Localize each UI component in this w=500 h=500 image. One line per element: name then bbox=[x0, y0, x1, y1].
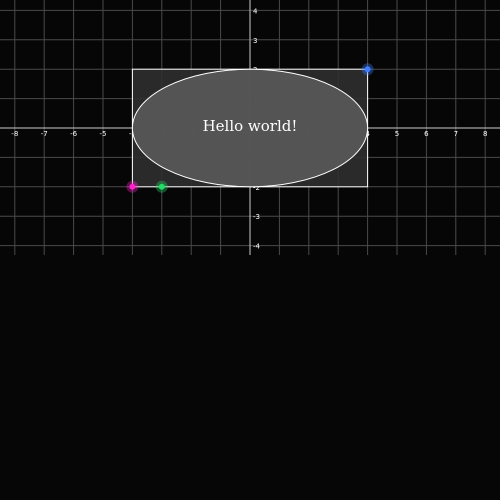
y-tick-label: 3 bbox=[253, 37, 257, 45]
x-tick-label: -8 bbox=[11, 130, 18, 138]
pink-handle[interactable] bbox=[126, 180, 139, 193]
blue-handle[interactable] bbox=[361, 63, 374, 76]
x-tick-label: 5 bbox=[395, 130, 399, 138]
x-tick-label: -6 bbox=[70, 130, 78, 138]
ellipse-shape[interactable] bbox=[131, 68, 369, 188]
handles[interactable] bbox=[126, 63, 374, 193]
y-tick-label: 4 bbox=[253, 7, 258, 15]
x-tick-label: 8 bbox=[483, 130, 487, 138]
y-tick-label: -4 bbox=[253, 243, 261, 251]
green-handle-dot bbox=[158, 183, 165, 190]
x-tick-label: 7 bbox=[454, 130, 458, 138]
shapes[interactable] bbox=[131, 68, 369, 188]
y-tick-label: -2 bbox=[253, 184, 260, 192]
y-tick-label: -3 bbox=[253, 213, 260, 221]
canvas-text[interactable]: Hello world! bbox=[203, 117, 298, 135]
blue-handle-dot bbox=[364, 66, 371, 73]
x-tick-label: -5 bbox=[100, 130, 107, 138]
x-tick-label: -7 bbox=[41, 130, 48, 138]
green-handle[interactable] bbox=[155, 180, 168, 193]
pink-handle-dot bbox=[129, 183, 136, 190]
x-tick-label: 6 bbox=[424, 130, 429, 138]
